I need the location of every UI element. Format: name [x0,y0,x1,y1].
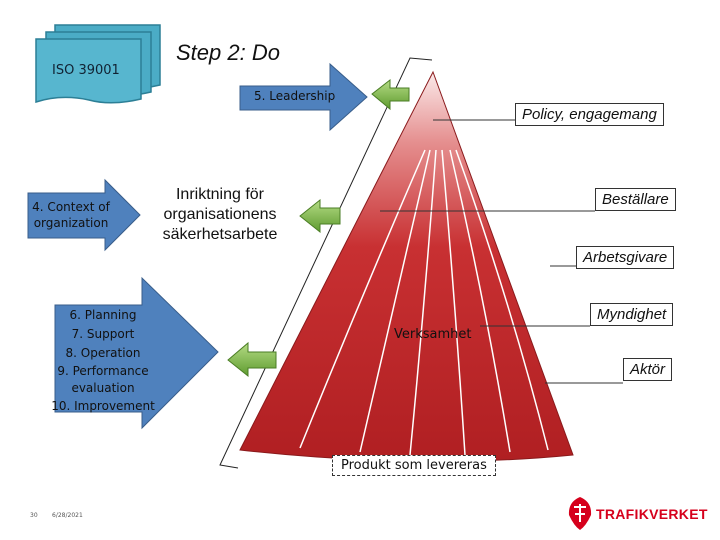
context-arrow-label: 4. Context of organization [32,200,110,230]
green-arrow-middle [299,198,341,234]
planning-item: 6. Planning [69,308,137,322]
label-arbetsgivare: Arbetsgivare [576,246,675,269]
label-aktor: Aktör [623,358,673,381]
performance-item: 9. Performance evaluation [57,364,149,395]
center-text: Inriktning för organisationens säkerhets… [162,186,278,243]
bracket-line [219,57,433,469]
iso-label: ISO 39001 [52,63,120,78]
iso-document-stack-icon [35,24,161,104]
pyramid-label: Verksamhet [394,327,472,342]
label-connectors [380,119,623,384]
green-arrow-top [371,78,410,111]
trafikverket-logo-icon [568,497,592,530]
planning-arrow [54,276,219,430]
footer-date: 6/28/2021 [52,512,83,519]
label-bestallare: Beställare [595,188,676,211]
planning-arrow-labels: 6. Planning 7. Support 8. Operation 9. P… [40,306,166,416]
label-myndighet: Myndighet [590,303,674,326]
context-arrow [27,178,141,252]
brand-wordmark: TRAFIKVERKET [596,506,708,522]
green-arrow-bottom [227,341,277,378]
pyramid [239,70,574,462]
label-policy: Policy, engagemang [515,103,664,126]
step-title: Step 2: Do [176,40,280,65]
bottom-label: Produkt som levereras [332,455,496,476]
improvement-item: 10. Improvement [51,399,155,413]
leadership-arrow [239,62,368,132]
page-number: 30 [30,512,38,519]
operation-item: 8. Operation [65,346,141,360]
support-item: 7. Support [71,327,135,341]
leadership-arrow-label: 5. Leadership [254,89,336,103]
